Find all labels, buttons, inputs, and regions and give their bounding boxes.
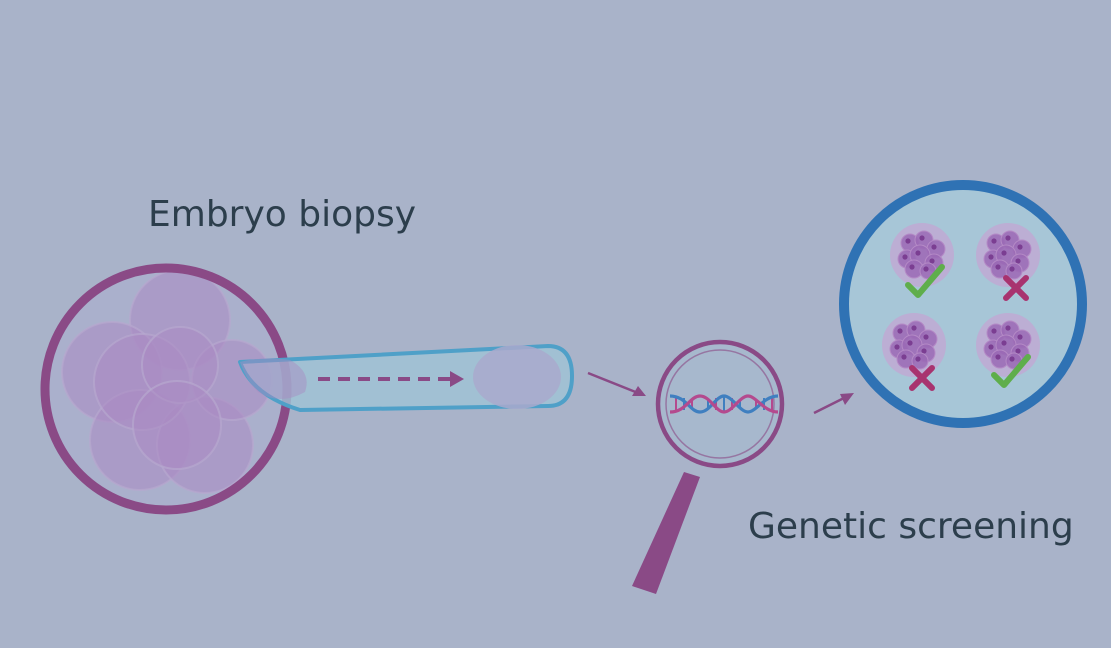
genetic-screening-label: Genetic screening xyxy=(748,506,1074,547)
screened-embryo-top-right xyxy=(976,223,1040,301)
cell-nucleus xyxy=(1017,244,1023,250)
checkmark-icon xyxy=(991,354,1031,388)
cell-nucleus xyxy=(923,266,929,272)
cell-nucleus xyxy=(1015,348,1021,354)
screening-results xyxy=(839,180,1087,428)
cell-nucleus xyxy=(1009,356,1015,362)
cell-nucleus xyxy=(991,238,997,244)
cell-nucleus xyxy=(995,264,1001,270)
screened-embryo-top-left xyxy=(890,223,954,298)
cell-nucleus xyxy=(991,328,997,334)
arrow-to-magnifier xyxy=(587,371,646,396)
cell-nucleus xyxy=(988,254,994,260)
cell-nucleus xyxy=(911,325,917,331)
cell-nucleus xyxy=(929,258,935,264)
cell-nucleus xyxy=(897,328,903,334)
cell-nucleus xyxy=(1005,235,1011,241)
cell-nucleus xyxy=(995,354,1001,360)
cell-nucleus xyxy=(919,235,925,241)
screened-embryo-bottom-left xyxy=(882,313,946,391)
cell-nucleus xyxy=(1015,258,1021,264)
cell-nucleus xyxy=(901,354,907,360)
cell-nucleus xyxy=(905,238,911,244)
cell-in-pipette-tip xyxy=(240,358,307,399)
cell-nucleus xyxy=(1009,266,1015,272)
screened-embryo-bottom-right xyxy=(976,313,1040,388)
embryo-biopsy-label: Embryo biopsy xyxy=(148,194,417,235)
cell-nucleus xyxy=(1001,250,1007,256)
checkmark-icon xyxy=(905,264,945,298)
cross-icon xyxy=(1003,275,1029,301)
biopsy-pipette xyxy=(238,344,574,412)
transfer-arrowhead xyxy=(450,371,464,387)
magnifier-lens xyxy=(655,339,785,469)
cell-nucleus xyxy=(1005,325,1011,331)
cell-nucleus xyxy=(931,244,937,250)
cell-nucleus xyxy=(921,348,927,354)
embryo xyxy=(40,263,292,515)
cell-nucleus xyxy=(915,356,921,362)
cell-nucleus xyxy=(907,340,913,346)
cross-icon xyxy=(909,365,935,391)
cell-nucleus xyxy=(1001,340,1007,346)
magnifying-glass-icon xyxy=(632,339,785,594)
embryo-cell xyxy=(1005,262,1023,280)
arrow-to-results xyxy=(813,393,854,415)
cell-nucleus xyxy=(923,334,929,340)
extracted-cell xyxy=(473,345,561,409)
cell-nucleus xyxy=(1017,334,1023,340)
cell-nucleus xyxy=(915,250,921,256)
embryo-cells xyxy=(61,269,273,494)
magnifier-lens-inner-ring xyxy=(665,349,775,459)
cell-nucleus xyxy=(902,254,908,260)
cell-nucleus xyxy=(909,264,915,270)
cell-nucleus xyxy=(988,344,994,350)
dna-helix-icon xyxy=(669,394,779,414)
results-circle xyxy=(839,180,1087,428)
magnifier-handle xyxy=(632,472,700,594)
embryo-cell xyxy=(911,352,929,370)
cell-nucleus xyxy=(894,344,900,350)
embryo-cell xyxy=(132,380,222,470)
